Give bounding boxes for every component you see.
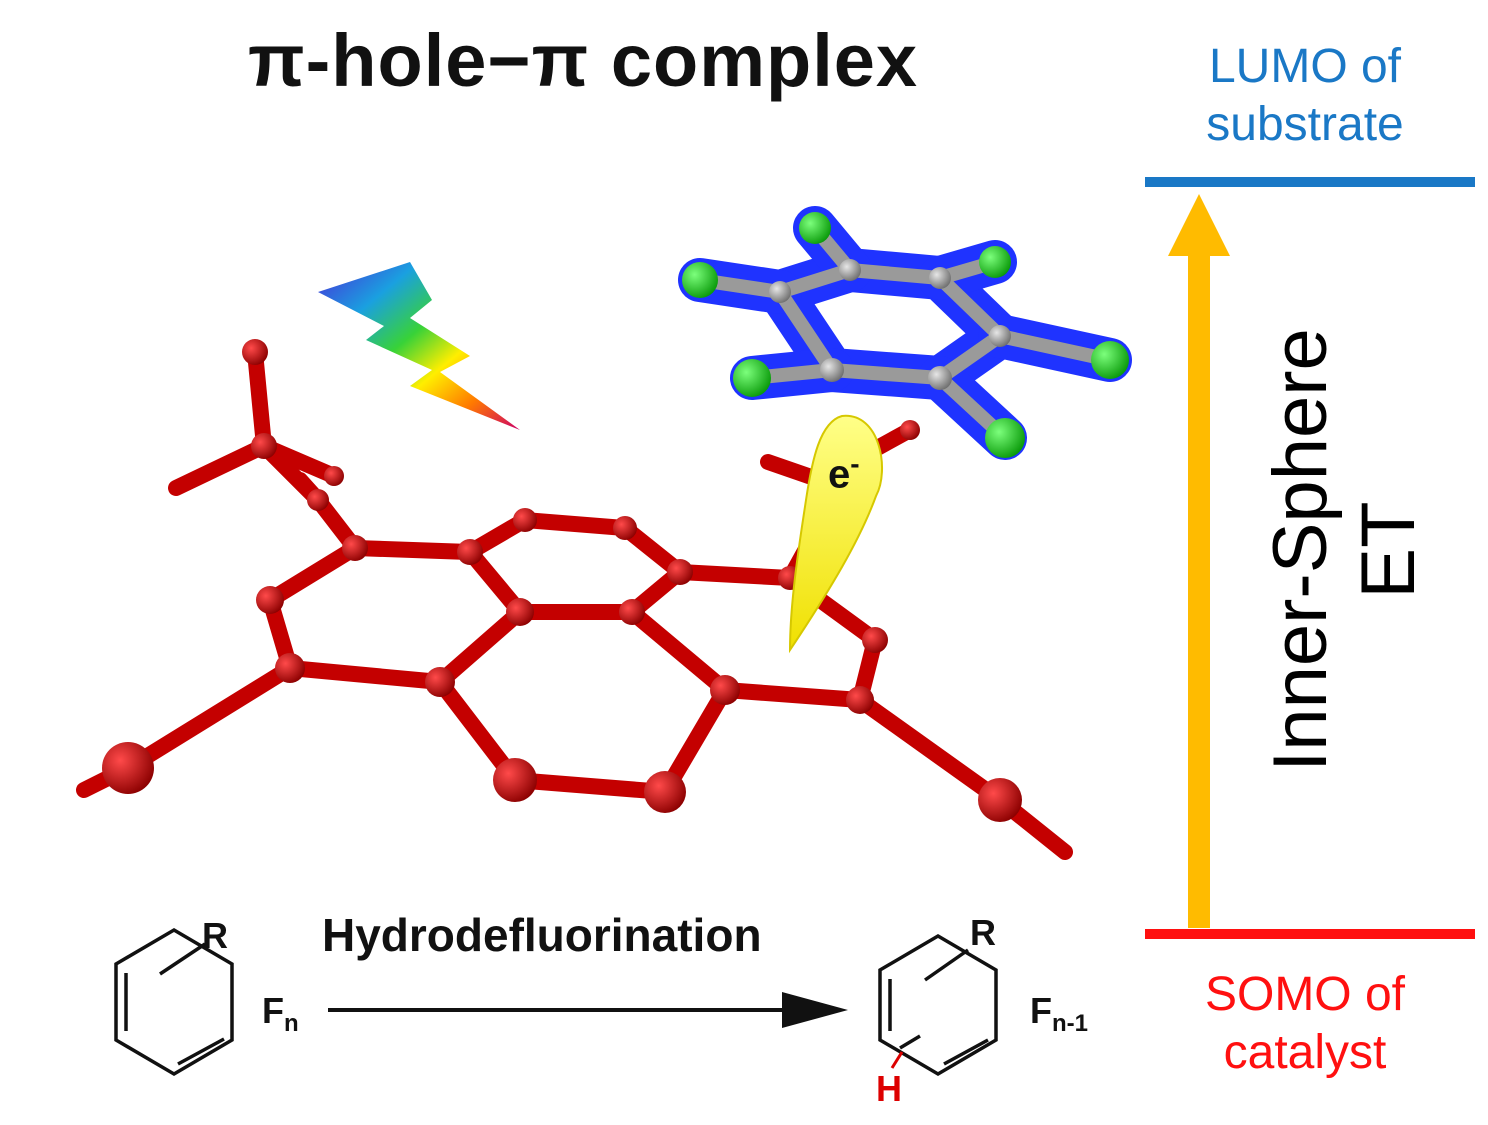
et-label-line1: Inner-Sphere bbox=[1258, 328, 1343, 772]
hexafluorobenzene-substrate bbox=[678, 206, 1132, 460]
electron-flame-icon bbox=[788, 414, 883, 654]
somo-label: SOMO of catalyst bbox=[1150, 966, 1460, 1082]
product-benzene-ring bbox=[878, 933, 998, 1077]
somo-label-line2: catalyst bbox=[1223, 1026, 1387, 1079]
diagram-title: π-hole−π complex bbox=[248, 19, 919, 102]
electron-charge: - bbox=[850, 448, 860, 479]
product-r-label: R bbox=[970, 912, 996, 953]
reactant-f-symbol: F bbox=[262, 990, 284, 1031]
electron-transfer-label: Inner-Sphere ET bbox=[1245, 255, 1445, 845]
reactant-f-label: Fn bbox=[262, 990, 299, 1038]
product-h-bond bbox=[890, 1051, 904, 1069]
lumo-label-line2: substrate bbox=[1206, 98, 1404, 151]
reactant-f-subscript: n bbox=[284, 1010, 299, 1038]
reactant-benzene-ring bbox=[114, 927, 234, 1077]
reaction-arrow bbox=[328, 992, 848, 1028]
catalyst-atoms bbox=[102, 339, 1022, 822]
electron-letter: e bbox=[828, 452, 851, 497]
reaction-arrow-label: Hydrodefluorination bbox=[322, 909, 762, 961]
product-f-subscript: n-1 bbox=[1052, 1010, 1088, 1038]
electron-transfer-arrow bbox=[1168, 194, 1230, 928]
lumo-label: LUMO of substrate bbox=[1150, 38, 1460, 154]
electron-symbol: e- bbox=[828, 448, 860, 497]
product-f-symbol: F bbox=[1030, 990, 1052, 1031]
reactant-r-label: R bbox=[202, 915, 228, 956]
lumo-label-line1: LUMO of bbox=[1208, 40, 1402, 93]
product-f-label: Fn-1 bbox=[1030, 990, 1088, 1038]
product-h-label: H bbox=[876, 1068, 902, 1109]
et-label-line2: ET bbox=[1346, 501, 1431, 599]
somo-label-line1: SOMO of bbox=[1204, 968, 1406, 1021]
light-bolt-icon bbox=[318, 262, 520, 430]
